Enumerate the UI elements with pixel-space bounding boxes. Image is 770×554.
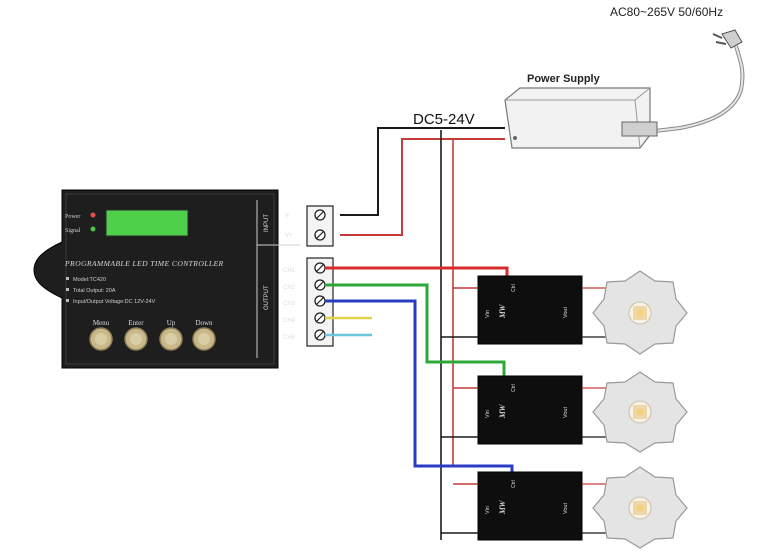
driver-3-vout-label: Vout	[563, 503, 569, 514]
output-ch1-label: CH1	[283, 268, 296, 274]
terminal-block	[306, 205, 334, 347]
ch1-wire	[325, 266, 509, 278]
signal-led-icon	[90, 226, 96, 232]
led-driver-1: Vin MW Ctrl Vout	[477, 275, 583, 345]
led-star-2-icon	[592, 371, 688, 453]
power-led-icon	[90, 212, 96, 218]
driver-3-brand: MW	[498, 499, 507, 515]
power-supply-box	[504, 87, 658, 149]
driver-2-vin-label: Vin	[485, 410, 491, 418]
driver-3-vin-label: Vin	[485, 506, 491, 514]
output-ch5-label: CH5	[283, 335, 296, 341]
up-button[interactable]: Up	[159, 319, 183, 351]
signal-indicator-label: Signal	[65, 228, 81, 234]
spec-total-output: Total Output: 20A	[73, 288, 116, 294]
spec-voltage: Input/Output Voltage:DC 12V-24V	[73, 299, 156, 305]
spec-model: Model:TC420	[73, 277, 106, 283]
enter-button-label: Enter	[128, 319, 144, 327]
output-ch4-label: CH4	[283, 318, 296, 324]
driver-1-vin-label: Vin	[485, 310, 491, 318]
lcd-screen	[105, 209, 189, 237]
power-indicator-label: Power	[65, 214, 80, 220]
ac-input-label: AC80~265V 50/60Hz	[610, 5, 723, 19]
driver-3-ctrl-label: Ctrl	[511, 480, 517, 488]
dc-output-label: DC5-24V	[413, 111, 475, 128]
driver-2-ctrl-label: Ctrl	[511, 384, 517, 392]
channel-wires	[325, 266, 514, 476]
driver-2-vout-label: Vout	[563, 407, 569, 418]
led-controller: Power Signal PROGRAMMABLE LED TIME CONTR…	[33, 189, 300, 369]
led-star-1-icon	[592, 270, 688, 355]
driver-bus-connections	[441, 287, 478, 534]
input-terminal-vminus-label: V-	[285, 213, 291, 219]
led-driver-2: Vin MW Ctrl Vout	[477, 375, 583, 445]
down-button[interactable]: Down	[192, 319, 216, 351]
menu-button[interactable]: Menu	[89, 319, 113, 351]
led-star-3-icon	[592, 466, 688, 549]
controller-title: PROGRAMMABLE LED TIME CONTROLLER	[64, 259, 224, 268]
down-button-label: Down	[195, 319, 213, 327]
ch3-wire	[325, 299, 514, 476]
menu-button-label: Menu	[93, 319, 110, 327]
power-supply-label: Power Supply	[527, 73, 601, 85]
ac-plug-icon	[654, 29, 745, 133]
up-button-label: Up	[167, 319, 176, 327]
input-panel-label: INPUT	[264, 214, 270, 232]
output-ch3-label: CH3	[283, 301, 296, 307]
enter-button[interactable]: Enter	[124, 319, 148, 351]
driver-1-ctrl-label: Ctrl	[511, 284, 517, 292]
input-terminal-vplus-label: V+	[285, 233, 293, 239]
led-driver-3: Vin MW Ctrl Vout	[477, 471, 583, 541]
driver-1-vout-label: Vout	[563, 307, 569, 318]
driver-2-brand: MW	[498, 403, 507, 419]
dc-power-wires	[340, 127, 505, 540]
ch2-wire	[325, 283, 506, 378]
output-panel-label: OUTPUT	[264, 285, 270, 310]
output-ch2-label: CH2	[283, 285, 296, 291]
driver-1-brand: MW	[498, 303, 507, 319]
